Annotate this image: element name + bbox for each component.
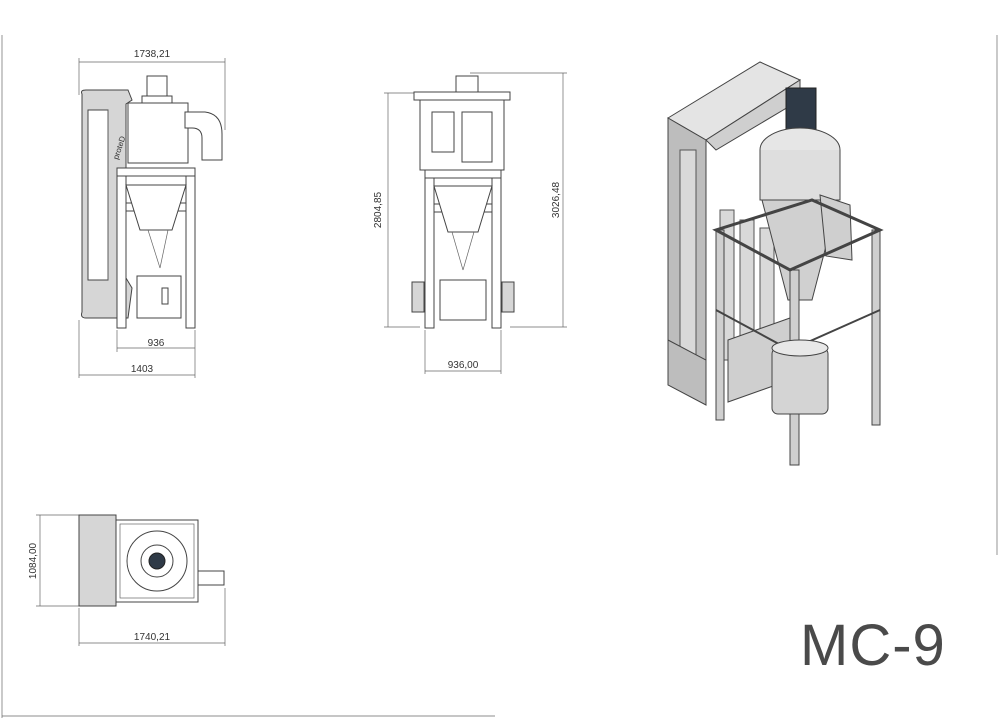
front-view: 2804,85 3026,48 936,00 <box>373 72 567 374</box>
motor-isometric <box>785 87 817 133</box>
filter-housing-top <box>78 514 117 607</box>
inlet-isometric <box>819 194 853 261</box>
isometric-view <box>667 61 884 466</box>
cone <box>125 184 187 231</box>
motor <box>146 75 168 99</box>
filter-cartridge <box>87 109 109 281</box>
cyclone-head <box>127 102 189 164</box>
frame-leg <box>116 175 127 329</box>
dust-bin <box>136 275 182 319</box>
inlet-duct-top <box>197 570 225 586</box>
dimension-overall-width: 1403 <box>131 364 154 375</box>
frame-top <box>116 167 196 177</box>
dimension-front-width: 936,00 <box>448 360 479 371</box>
dimension-frame-width: 936 <box>148 338 165 349</box>
dimension-height-inner: 2804,85 <box>373 191 384 228</box>
top-view: 1084,00 1740,21 <box>28 514 226 646</box>
dimension-top-width-plan: 1740,21 <box>134 632 171 643</box>
dimension-top-depth: 1084,00 <box>28 542 39 579</box>
side-view: 1738,21 proteD 936 1403 <box>78 49 226 378</box>
model-title: MC-9 <box>800 613 946 678</box>
dimension-height-overall: 3026,48 <box>551 181 562 218</box>
inlet-elbow <box>184 111 223 161</box>
dimension-top-width: 1738,21 <box>134 49 171 60</box>
dust-bin-isometric <box>771 347 829 415</box>
